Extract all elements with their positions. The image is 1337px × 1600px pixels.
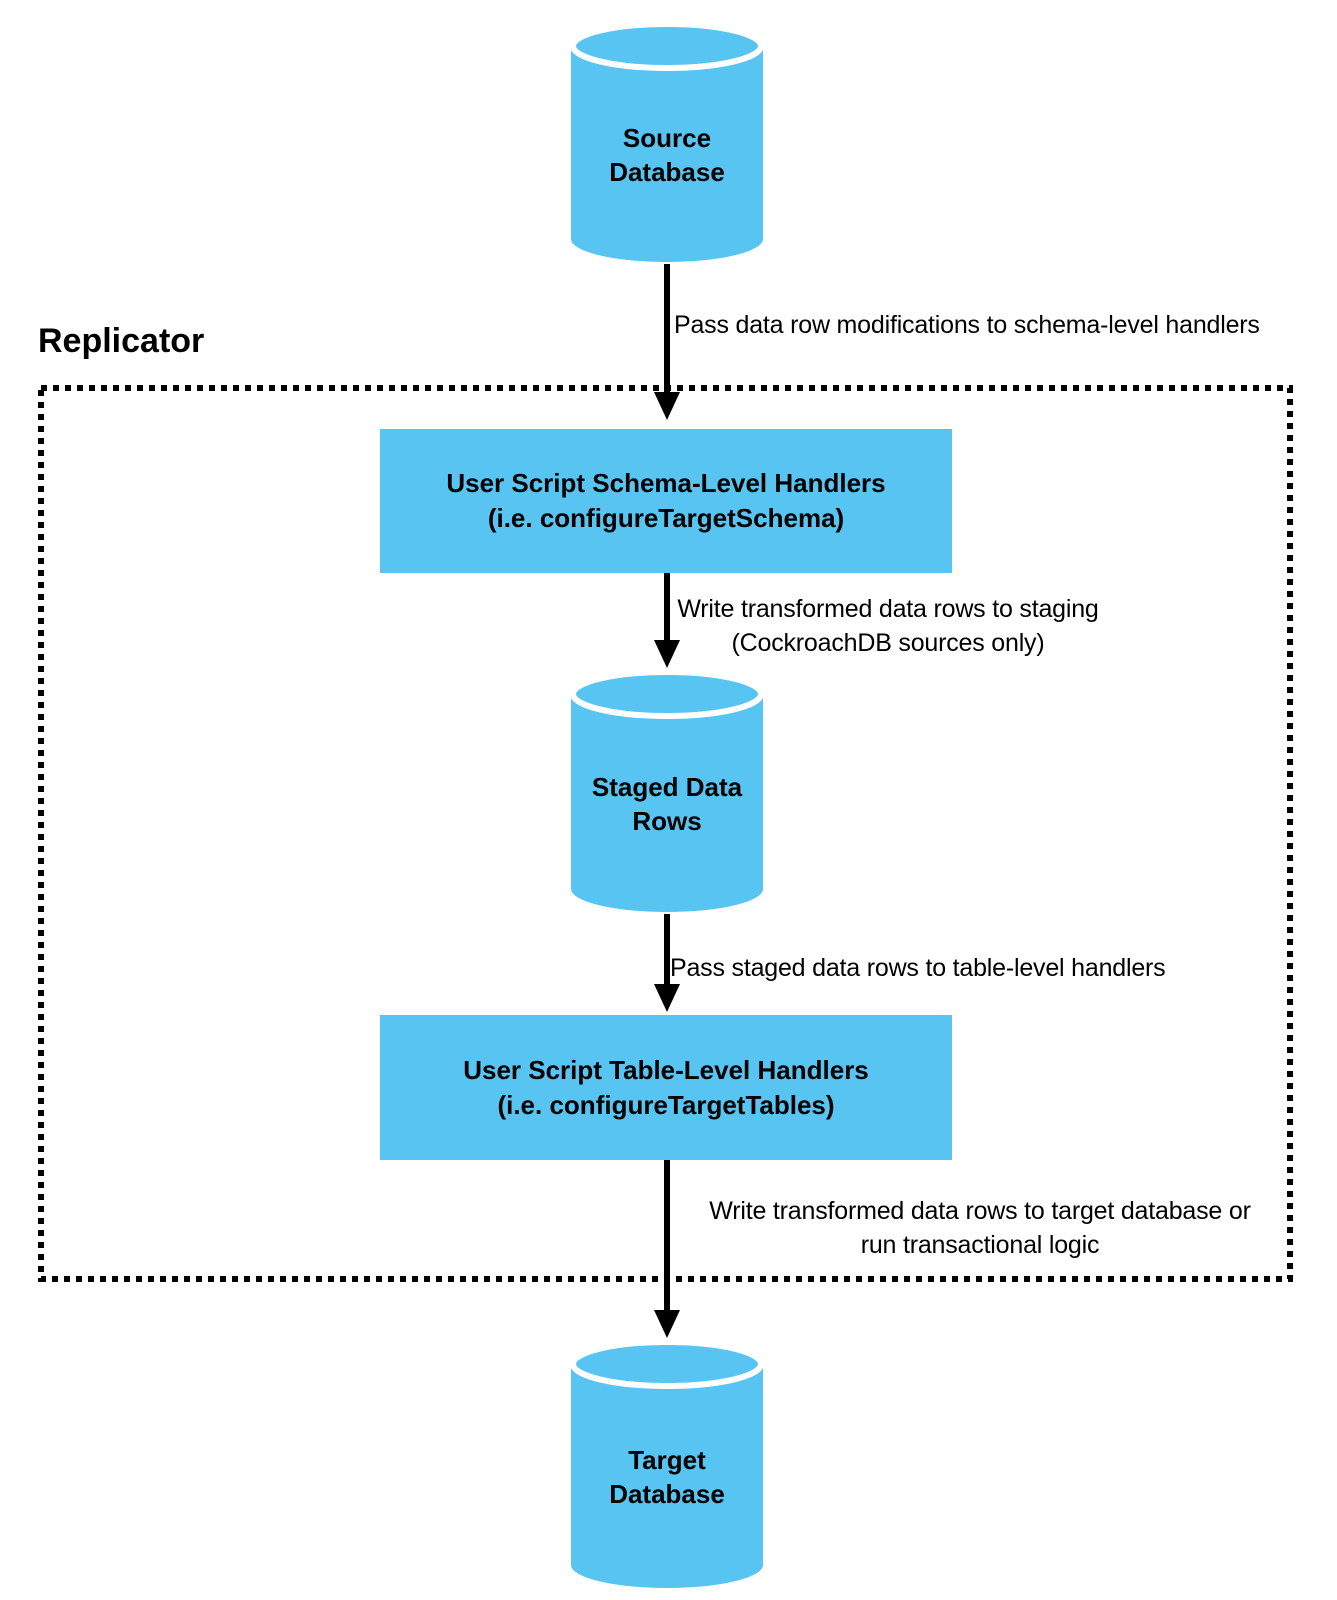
database-cylinder-icon — [570, 22, 764, 262]
edge-label-table-to-target: Write transformed data rows to target da… — [676, 1194, 1284, 1262]
schema-handlers-label-line2: (i.e. configureTargetSchema) — [487, 503, 845, 533]
source-database-node: Source Database — [570, 22, 764, 264]
table-level-handlers-node: User Script Table-Level Handlers (i.e. c… — [380, 1015, 952, 1160]
arrow-shaft — [664, 573, 670, 641]
target-database-label-line1: Target — [628, 1445, 706, 1475]
arrow-source-to-schema-handlers — [654, 264, 680, 420]
edge-label-line2: run transactional logic — [860, 1231, 1100, 1259]
arrow-staged-to-table-handlers — [654, 914, 680, 1012]
arrow-shaft — [664, 914, 670, 985]
arrow-head-icon — [654, 640, 680, 668]
edge-label-staged-to-table: Pass staged data rows to table-level han… — [670, 954, 1166, 982]
table-handlers-label-line2: (i.e. configureTargetTables) — [497, 1089, 835, 1120]
arrow-head-icon — [654, 984, 680, 1012]
schema-level-handlers-node: User Script Schema-Level Handlers (i.e. … — [380, 429, 952, 573]
staged-rows-label-line1: Staged Data — [591, 772, 743, 802]
edge-label-line1: Write transformed data rows to staging — [677, 595, 1099, 623]
staged-data-rows-node: Staged Data Rows — [570, 670, 764, 914]
staged-data-rows-label: Staged Data Rows — [570, 694, 764, 914]
arrow-head-icon — [654, 392, 680, 420]
arrow-shaft — [664, 1160, 670, 1311]
database-cylinder-icon — [570, 1340, 764, 1588]
arrow-shaft — [664, 264, 670, 393]
staged-rows-label-line2: Rows — [632, 806, 702, 836]
source-database-label-line1: Source — [622, 123, 712, 153]
arrow-table-to-target — [654, 1160, 680, 1338]
source-database-label-line2: Database — [609, 157, 725, 187]
source-database-label: Source Database — [570, 46, 764, 264]
edge-label-schema-to-staged: Write transformed data rows to staging (… — [638, 592, 1138, 660]
edge-label-line1: Write transformed data rows to target da… — [709, 1197, 1251, 1225]
target-database-node: Target Database — [570, 1340, 764, 1590]
edge-label-line2: (CockroachDB sources only) — [731, 629, 1045, 657]
schema-handlers-label-line1: User Script Schema-Level Handlers — [446, 468, 886, 498]
table-handlers-label-line1: User Script Table-Level Handlers — [463, 1054, 869, 1085]
replicator-container-label: Replicator — [38, 322, 205, 360]
edge-label-source-to-schema: Pass data row modifications to schema-le… — [674, 311, 1260, 339]
target-database-label: Target Database — [570, 1364, 764, 1590]
arrow-schema-to-staged — [654, 573, 680, 668]
database-cylinder-icon — [570, 670, 764, 912]
arrow-head-icon — [654, 1310, 680, 1338]
target-database-label-line2: Database — [609, 1479, 725, 1509]
